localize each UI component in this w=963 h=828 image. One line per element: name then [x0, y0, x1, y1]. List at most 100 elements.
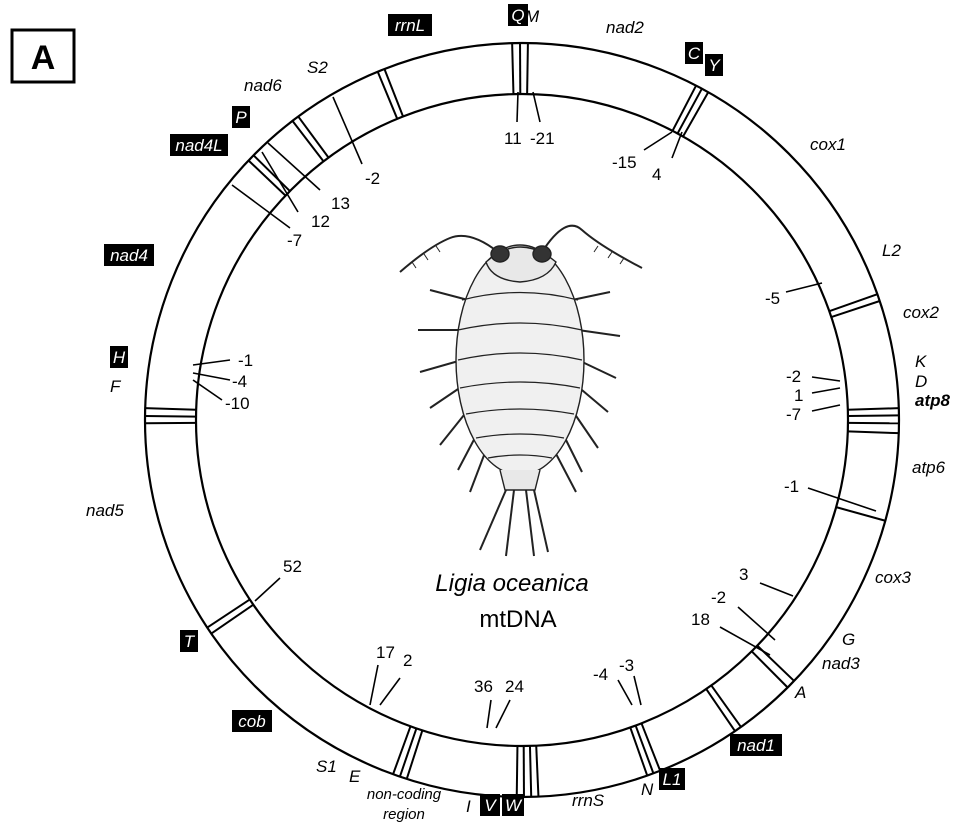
isopod-icon [400, 226, 642, 556]
gene-box-W: W [502, 794, 524, 816]
boundary-tick [829, 294, 877, 311]
gene-label-cob: cob [238, 712, 265, 731]
spacer-hf-a: -1 [238, 351, 253, 370]
gene-label-nad2: nad2 [606, 18, 644, 37]
species-title: Ligia oceanica [435, 570, 588, 597]
gene-label-cox2: cox2 [903, 303, 939, 322]
gene-box-nad4: nad4 [104, 244, 154, 266]
gene-label-L2: L2 [882, 241, 901, 260]
spacer-k: -2 [786, 367, 801, 386]
gene-box-P: P [232, 106, 250, 128]
gene-label-nad4L: nad4L [175, 136, 222, 155]
spacer-atp8: -7 [786, 405, 801, 424]
spacer-s1-a: 17 [376, 643, 395, 662]
spacer-s2: -2 [365, 169, 380, 188]
boundary-tick [711, 685, 741, 727]
spacer-qm-b: -21 [530, 129, 555, 148]
gene-box-cob: cob [232, 710, 272, 732]
gene-label-T: T [184, 632, 196, 651]
boundary-tick [254, 155, 290, 191]
gene-label-cox3: cox3 [875, 568, 911, 587]
boundary-tick [836, 507, 885, 521]
spacer-cy-a: -15 [612, 153, 637, 172]
gene-label-E: E [349, 767, 361, 786]
spacer-p-c: -7 [287, 231, 302, 250]
gene-label-atp6: atp6 [912, 458, 946, 477]
gene-label-M: M [525, 7, 540, 26]
spacer-hf-b: -4 [232, 372, 247, 391]
spacer-cy-b: 4 [652, 165, 661, 184]
gene-label-Y: Y [708, 56, 721, 75]
boundary-tick [298, 117, 328, 158]
gene-label-nad4: nad4 [110, 246, 148, 265]
gene-label-S1: S1 [316, 757, 337, 776]
gene-box-H: H [110, 346, 128, 368]
gene-label-H: H [113, 348, 126, 367]
spacer-d: 1 [794, 386, 803, 405]
boundary-tick [145, 416, 196, 417]
boundary-tick [211, 605, 253, 634]
spacer-l2: -5 [765, 289, 780, 308]
gene-box-V: V [480, 794, 500, 816]
spacer-cox3-b: -2 [711, 588, 726, 607]
gene-label-nad5: nad5 [86, 501, 124, 520]
gene-label-V: V [484, 796, 497, 815]
boundary-tick [517, 746, 518, 797]
gene-label-nad3: nad3 [822, 654, 860, 673]
gene-box-nad1: nad1 [730, 734, 782, 756]
gene-box-Y: Y [705, 54, 723, 76]
gene-box-L1: L1 [659, 768, 685, 790]
spacer-nad1-b: -3 [619, 656, 634, 675]
gene-label-nad1: nad1 [737, 736, 775, 755]
gene-label-ncr-line1: non-coding [367, 786, 442, 803]
gene-label-rrnL: rrnL [395, 16, 425, 35]
boundary-tick [848, 431, 899, 433]
spacer-t: 52 [283, 557, 302, 576]
boundary-tick [527, 43, 528, 94]
boundary-tick [407, 730, 423, 779]
boundary-tick [848, 408, 899, 410]
spacer-qm-a: 11 [504, 129, 522, 148]
spacer-cox3-a: 3 [739, 565, 748, 584]
gene-box-C: C [685, 42, 703, 64]
spacer-cox3-c: 18 [691, 610, 710, 629]
gene-box-T: T [180, 630, 198, 652]
gene-label-cox1: cox1 [810, 135, 846, 154]
gene-label-ncr-line2: region [383, 806, 425, 823]
boundary-tick [831, 301, 879, 317]
gene-label-A: A [794, 683, 806, 702]
gene-label-nad6: nad6 [244, 76, 282, 95]
gene-label-C: C [688, 44, 701, 63]
gene-label-K: K [915, 352, 927, 371]
spacer-iv-b: 24 [505, 677, 524, 696]
gene-label-I: I [466, 797, 471, 816]
gene-label-G: G [842, 630, 855, 649]
gene-label-W: W [505, 796, 523, 815]
gene-label-rrnS: rrnS [572, 791, 605, 810]
gene-label-P: P [235, 108, 247, 127]
spacer-nad1-a: -4 [593, 665, 608, 684]
boundary-tick [706, 689, 735, 731]
gene-label-N: N [641, 780, 654, 799]
gene-label-D: D [915, 372, 927, 391]
gene-box-nad4L: nad4L [170, 134, 228, 156]
boundary-tick [292, 121, 323, 161]
spacer-atp6: -1 [784, 477, 799, 496]
boundary-tick [249, 160, 286, 195]
spacer-iv-a: 36 [474, 677, 493, 696]
spacer-hf-c: -10 [225, 394, 250, 413]
molecule-title: mtDNA [479, 606, 556, 633]
boundary-tick [848, 415, 899, 416]
boundary-tick [512, 43, 513, 94]
gene-label-S2: S2 [307, 58, 328, 77]
spacer-s1-b: 2 [403, 651, 412, 670]
spacer-p-b: 12 [311, 212, 330, 231]
gene-box-rrnL: rrnL [388, 14, 432, 36]
spacer-p-a: 13 [331, 194, 350, 213]
panel-label: A [31, 39, 56, 77]
boundary-tick [207, 599, 250, 627]
boundary-tick [145, 408, 196, 410]
